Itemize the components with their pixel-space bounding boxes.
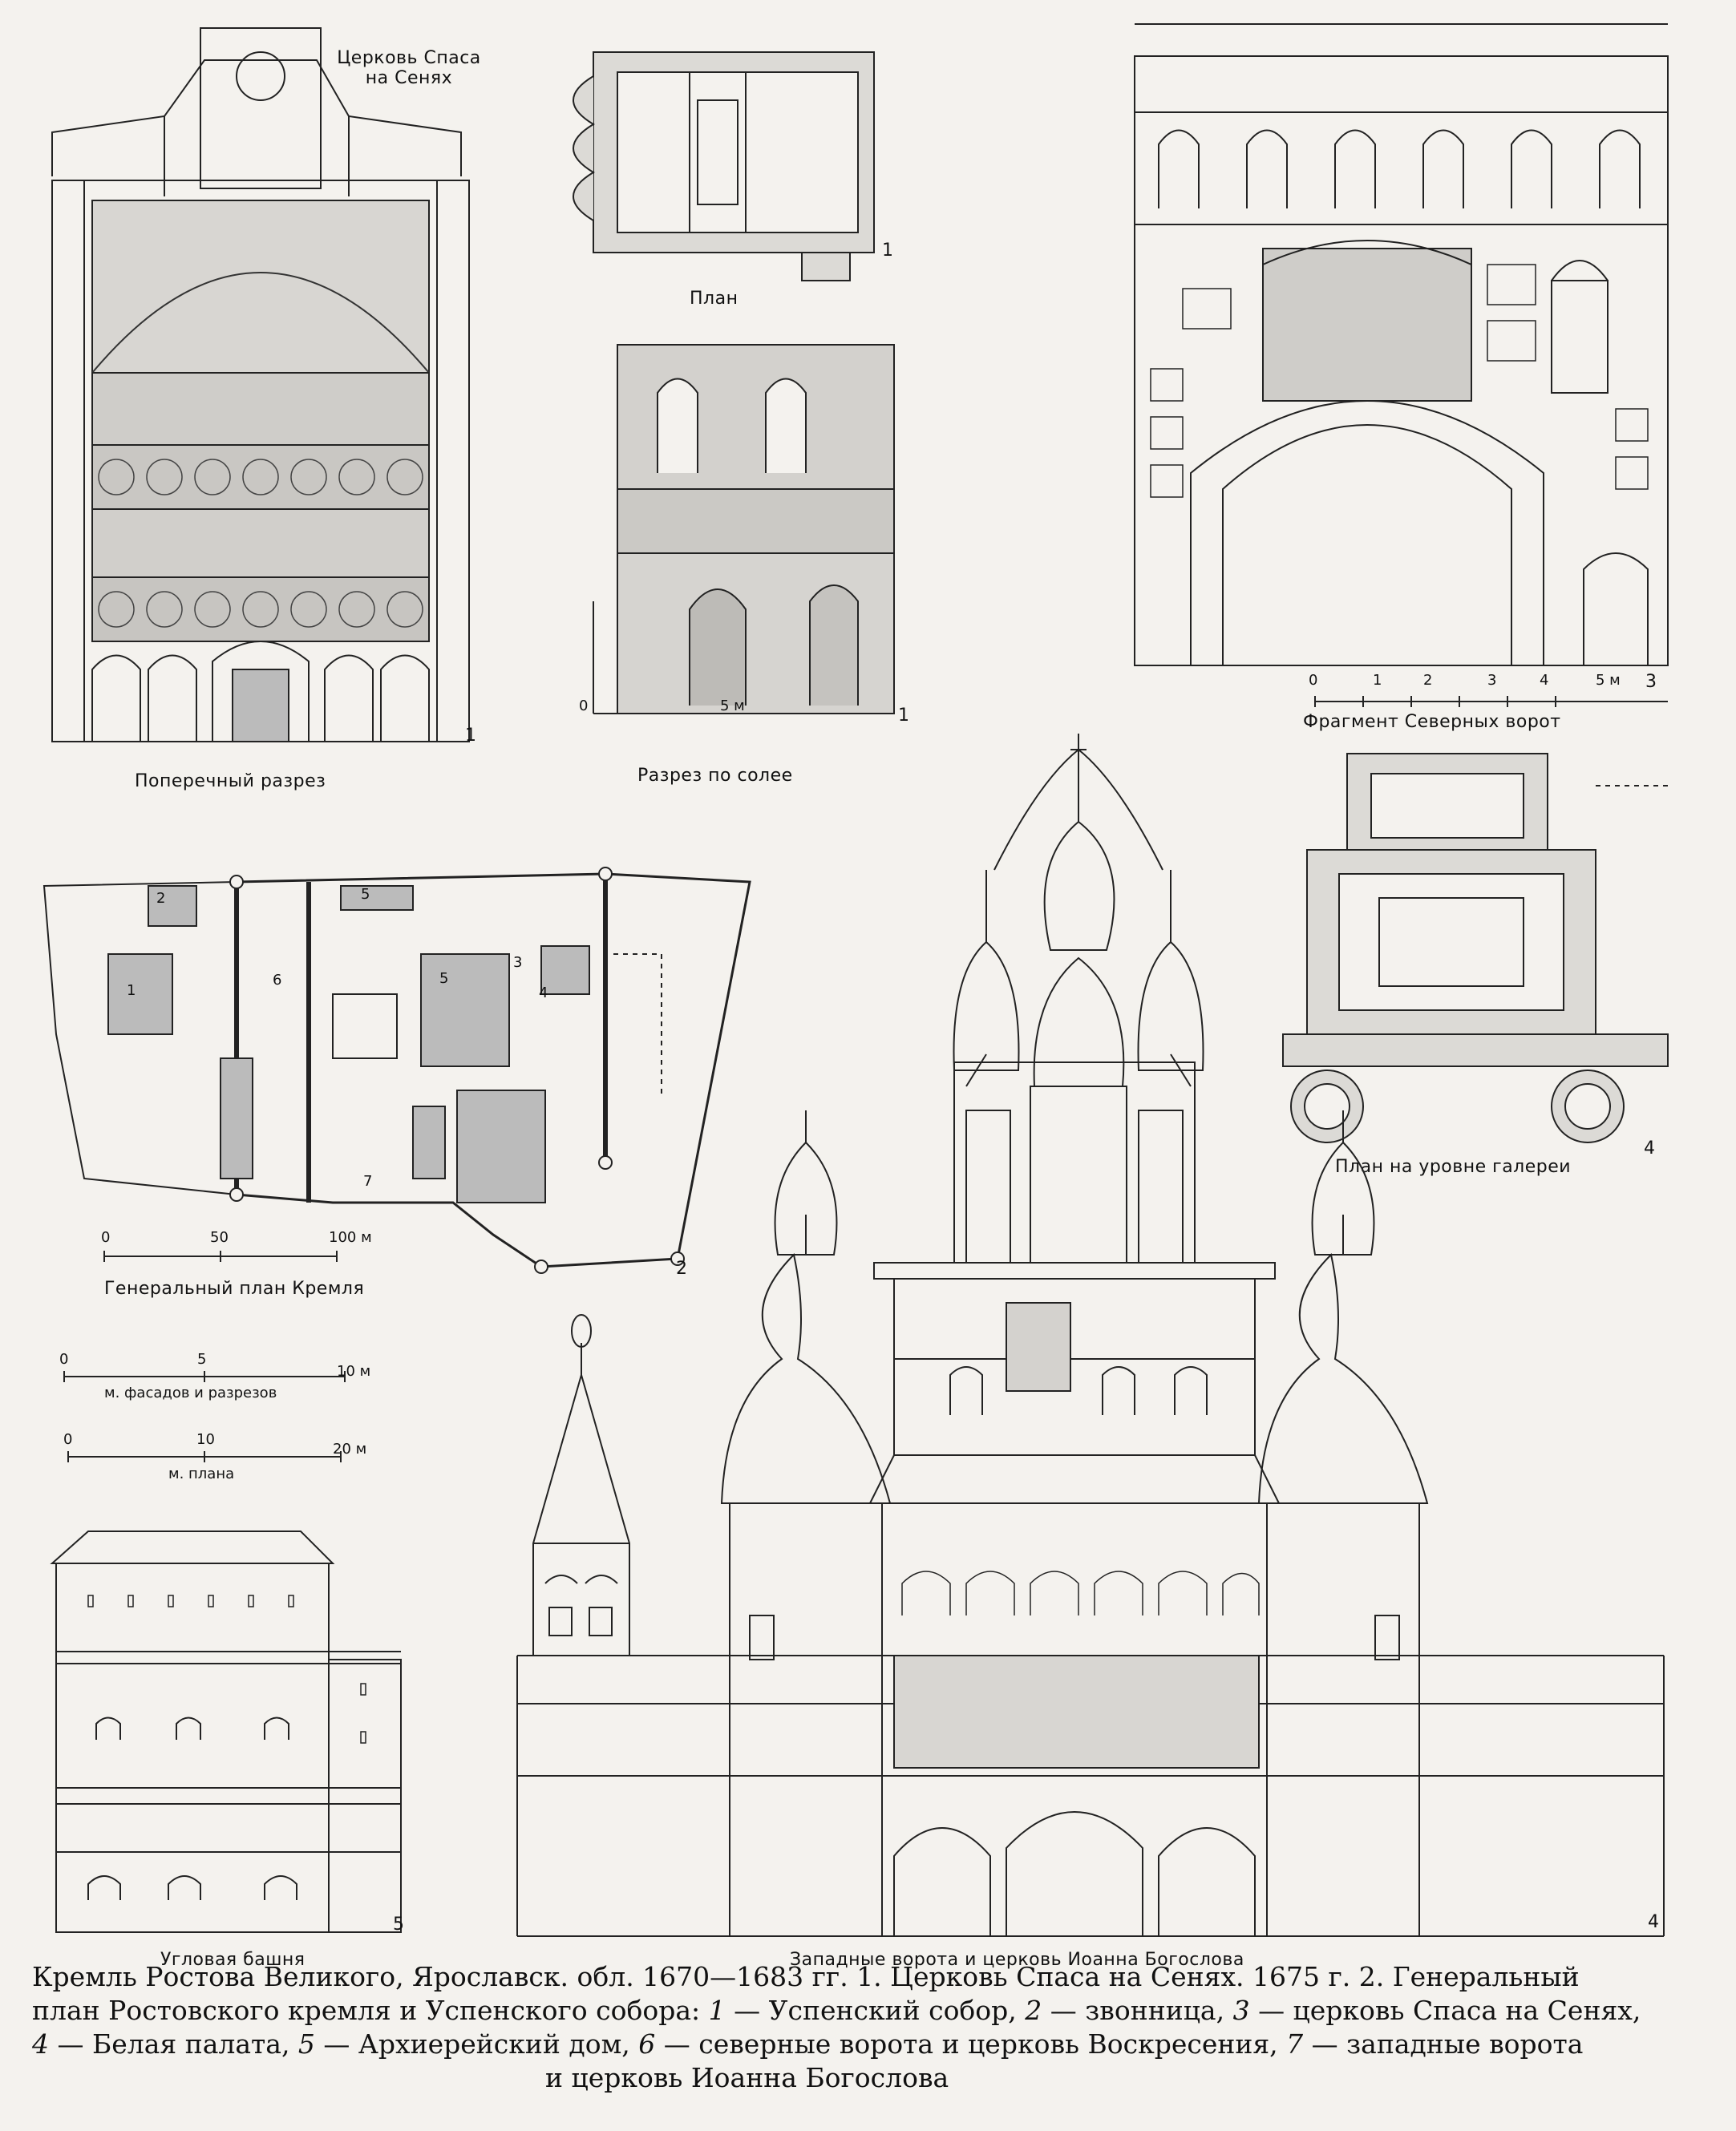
corner-tower-label: Угловая башня: [160, 1950, 306, 1970]
general-plan-drawing: [42, 858, 758, 1283]
figure-number-plan: 1: [882, 241, 893, 261]
figure-number-gallery: 4: [1644, 1138, 1655, 1159]
north-gate-fragment-label: Фрагмент Северных ворот: [1303, 712, 1561, 732]
caption-line-1: Кремль Ростова Великого, Ярославск. обл.…: [32, 1961, 1580, 1992]
north-gate-scale-4: 4: [1540, 672, 1549, 689]
plan-label: План: [690, 289, 739, 309]
facades-scale-label: м. фасадов и разрезов: [104, 1385, 277, 1401]
plan-scale-label: м. плана: [168, 1466, 235, 1482]
figure-number-solea: 1: [898, 706, 909, 726]
figure-number-corner-tower: 5: [393, 1915, 404, 1935]
solea-scale-5: 5 м: [720, 698, 745, 714]
figure-number-general-plan: 2: [676, 1259, 687, 1279]
north-gate-scale-1: 1: [1373, 672, 1382, 689]
cross-section-label: Поперечный разрез: [135, 771, 326, 791]
plan-number-5b: 5: [439, 970, 449, 987]
plan-number-6: 6: [273, 972, 282, 989]
north-gate-fragment-drawing: [1134, 23, 1669, 666]
figure-number-west-gate: 4: [1648, 1912, 1659, 1932]
plan-scale-bar: [67, 1451, 342, 1462]
facades-scale-0: 0: [59, 1351, 69, 1368]
facades-scale-5: 5: [197, 1351, 207, 1368]
church-plan-drawing: [545, 44, 882, 285]
plan-scale-10: 10: [196, 1431, 215, 1448]
plan-number-5a: 5: [361, 886, 370, 903]
cross-section-drawing: [44, 27, 493, 750]
corner-tower-drawing: [48, 1531, 402, 1933]
caption-line-3: 4 — Белая палата, 5 — Архиерейский дом, …: [32, 2028, 1584, 2060]
plan-number-3: 3: [513, 954, 523, 971]
figure-caption: Кремль Ростова Великого, Ярославск. обл.…: [32, 1960, 1708, 2095]
plan-number-7: 7: [363, 1173, 373, 1190]
solea-section-drawing: [585, 329, 898, 726]
caption-line-2: план Ростовского кремля и Успенского соб…: [32, 1995, 1641, 2026]
gallery-plan-label: План на уровне галереи: [1335, 1157, 1572, 1177]
plan-number-2: 2: [156, 890, 166, 907]
north-gate-scale-3: 3: [1487, 672, 1497, 689]
north-gate-scale-5: 5 м: [1596, 672, 1621, 689]
facades-scale-bar: [63, 1371, 346, 1382]
north-gate-scale-bar: [1314, 696, 1668, 707]
general-plan-scale-50: 50: [210, 1229, 229, 1246]
plan-number-1: 1: [127, 982, 136, 999]
gallery-plan-drawing: [1282, 753, 1669, 1146]
plan-scale-20: 20 м: [333, 1441, 367, 1458]
general-plan-scale-bar: [103, 1251, 338, 1262]
church-title: Церковь Спаса на Сенях: [337, 48, 481, 88]
north-gate-scale-2: 2: [1423, 672, 1433, 689]
caption-line-4: и церковь Иоанна Богослова: [545, 2062, 949, 2093]
figure-number-cross-section: 1: [465, 726, 476, 746]
solea-scale-0: 0: [579, 698, 589, 714]
general-plan-scale-0: 0: [101, 1229, 111, 1246]
west-gate-drawing: [516, 734, 1665, 1937]
solea-section-label: Разрез по солее: [637, 766, 793, 786]
plan-number-4: 4: [539, 985, 548, 1001]
figure-number-north-gate: 3: [1645, 672, 1657, 692]
north-gate-scale-0: 0: [1309, 672, 1318, 689]
general-plan-label: Генеральный план Кремля: [104, 1279, 365, 1299]
plan-scale-0: 0: [63, 1431, 73, 1448]
west-gate-label: Западные ворота и церковь Иоанна Богосло…: [790, 1950, 1244, 1970]
general-plan-scale-100: 100 м: [329, 1229, 372, 1246]
facades-scale-10: 10 м: [337, 1363, 371, 1380]
